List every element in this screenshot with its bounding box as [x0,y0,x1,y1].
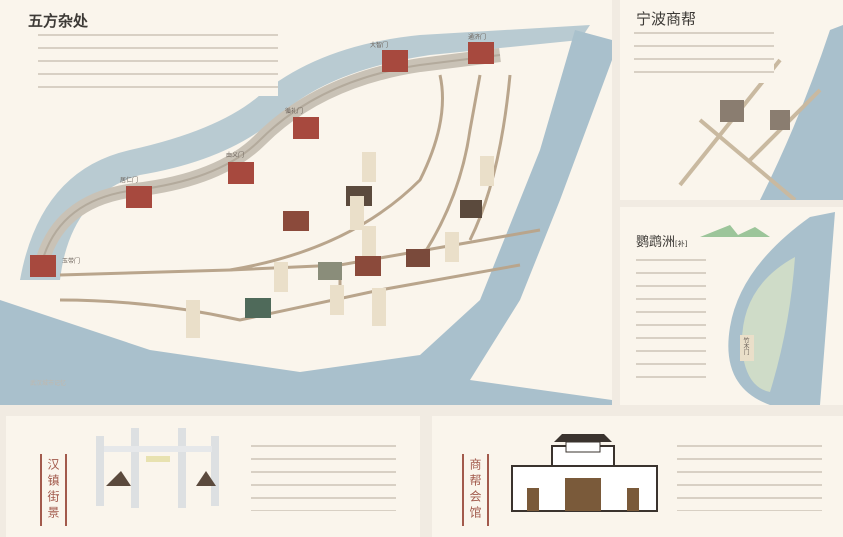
gate-tower [30,255,56,277]
place-labels [186,152,494,338]
street-label: 汉镇街景 [40,454,67,526]
guild-label: 商帮会馆 [462,454,489,526]
yingwuzhou-title-text: 鹦鹉洲 [636,235,676,250]
guild-panel: 商帮会馆 [432,416,843,537]
street-description [251,441,396,511]
city-wall-inner [39,54,501,271]
yingwuzhou-title: 鹦鹉洲[补] [636,231,687,250]
main-map-description [38,30,278,96]
main-map-illustration [0,25,612,405]
yingwuzhou-description [636,255,706,387]
gate-tower [382,50,408,72]
main-map-panel: 五方杂处 玉带门 居仁门 由义门 循礼门 大智门 通济门 武汉城市记忆 [0,12,612,405]
gate-label: 居仁门 [120,177,139,184]
gate-tower [228,162,254,184]
yingwuzhou-gate-label: 竹木门 [742,337,749,355]
ningbo-panel: 宁波商帮 [620,0,843,200]
ningbo-title: 宁波商帮 [636,10,697,28]
yingwuzhou-map [700,212,835,405]
yingwuzhou-panel: 鹦鹉洲[补] 竹木门 [620,207,843,405]
guild-description [677,441,822,511]
gate-label: 玉带门 [62,258,81,265]
gate-label: 由义门 [226,152,245,159]
gate-label: 循礼门 [285,108,304,115]
gate-tower [126,186,152,208]
street-panel: 汉镇街景 [6,416,420,537]
yingwuzhou-title-note: [补] [675,240,688,248]
gate-label: 通济门 [468,34,487,41]
guild-hall-illustration [511,434,658,512]
watermark: 武汉城市记忆 [30,380,67,387]
river-yangtze [0,30,612,405]
main-map-title: 五方杂处 [28,12,89,30]
gate-label: 大智门 [370,42,389,49]
river-hanshui [20,25,590,280]
gate-tower [468,42,494,64]
gate-tower [293,117,319,139]
ningbo-description [634,28,774,83]
street-illustration [96,428,219,508]
